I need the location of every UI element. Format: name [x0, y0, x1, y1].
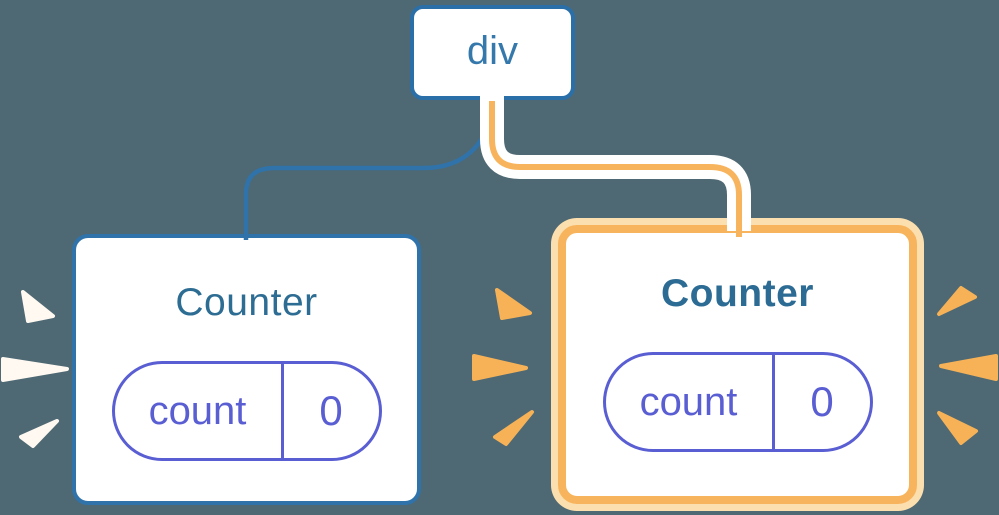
- spark-icon: [19, 419, 59, 448]
- counter-title-right: Counter: [661, 272, 814, 315]
- counter-title-left: Counter: [175, 281, 318, 324]
- spark-icon: [493, 410, 534, 446]
- state-value-right: 0: [771, 355, 870, 449]
- counter-card-right: Counter count 0: [558, 225, 917, 504]
- spark-icon: [21, 290, 55, 323]
- orange-burst-left-icon: [472, 288, 534, 446]
- edge-to-left-counter: [243, 100, 495, 240]
- state-pill-left: count 0: [111, 361, 382, 461]
- state-key-left: count: [148, 388, 247, 433]
- root-node-label: div: [466, 28, 519, 73]
- counter-card-left: Counter count 0: [72, 234, 421, 505]
- spark-icon: [937, 411, 978, 445]
- spark-icon: [939, 354, 998, 381]
- edge-to-right-counter: [489, 101, 742, 237]
- spark-icon: [495, 288, 532, 320]
- state-value-left: 0: [280, 364, 379, 458]
- orange-burst-right-icon: [937, 286, 998, 445]
- spark-icon: [472, 354, 528, 381]
- counter-card-right-highlight: Counter count 0: [551, 218, 924, 511]
- edge-to-right-counter-casing: [480, 96, 751, 231]
- state-key-right: count: [639, 379, 738, 424]
- spark-icon: [1, 357, 69, 382]
- spark-icon: [937, 286, 977, 316]
- state-pill-right: count 0: [602, 352, 873, 452]
- white-burst-icon: [1, 290, 69, 448]
- root-node-div: div: [410, 5, 575, 100]
